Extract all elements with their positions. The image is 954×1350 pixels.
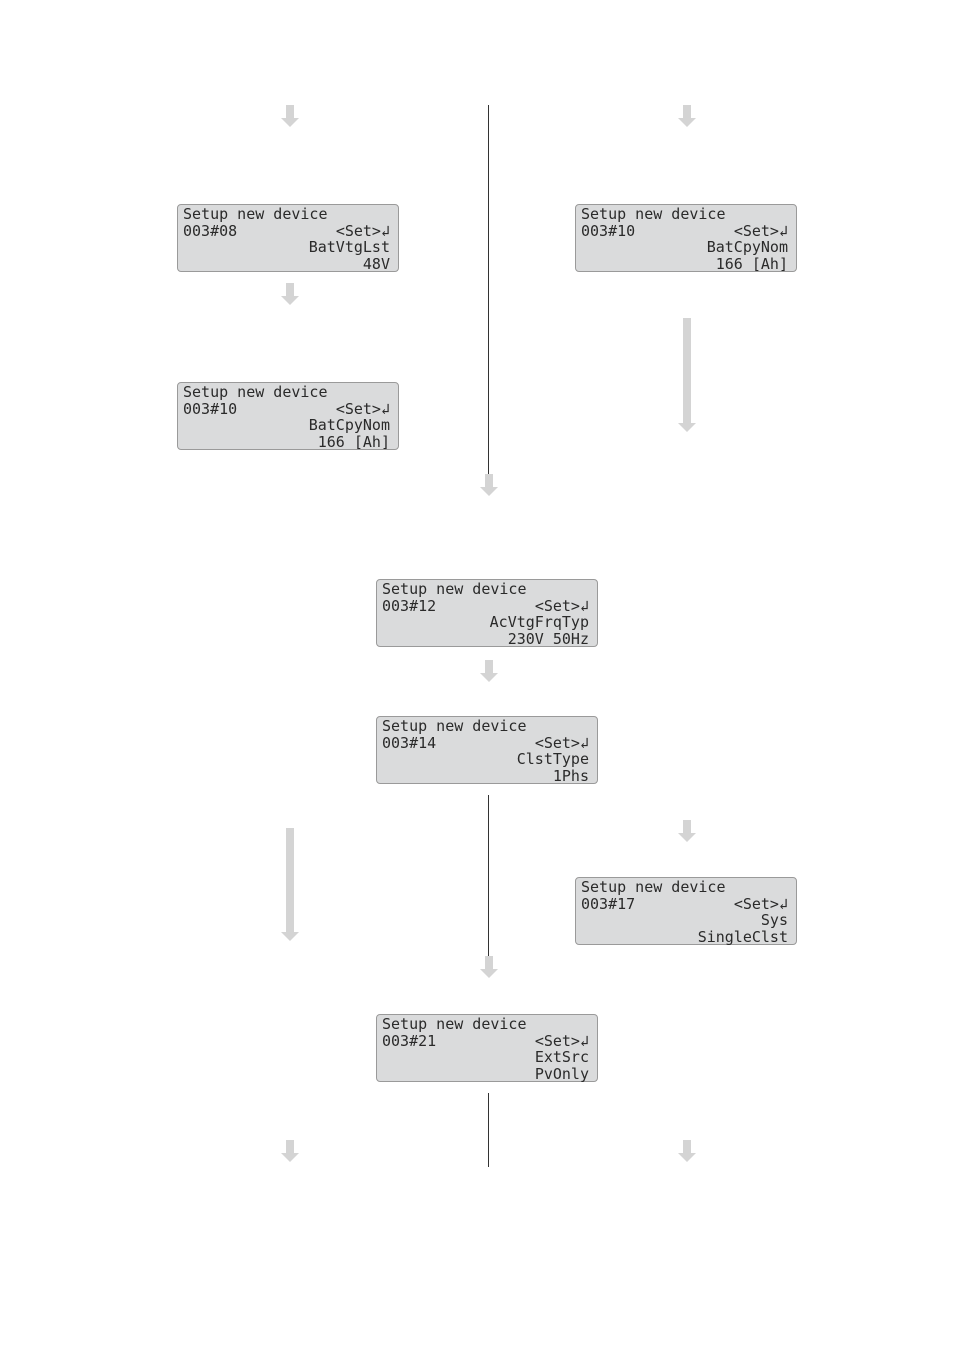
parameter-name: ExtSrc xyxy=(534,1049,589,1066)
lcd-screen-battery-capacity-left: Setup new device 003#10<Set>↲ BatCpyNom … xyxy=(177,382,399,450)
lcd-screen-cluster-type: Setup new device 003#14 <Set>↲ ClstType 1… xyxy=(376,716,598,784)
parameter-code: 003#08 xyxy=(183,222,238,239)
flow-arrow-down-icon xyxy=(281,283,299,305)
divider-line-top xyxy=(488,105,489,478)
lcd-screen-battery-capacity-right: Setup new device 003#10<Set>↲ BatCpyNom … xyxy=(575,204,797,272)
set-action: <Set>↲ xyxy=(534,1032,589,1049)
lcd-screen-external-source: Setup new device 003#21 <Set>↲ ExtSrc PvO… xyxy=(376,1014,598,1082)
parameter-value: 230V_50Hz xyxy=(507,630,589,647)
flow-arrow-down-icon xyxy=(480,956,498,978)
parameter-value: 166 [Ah] xyxy=(715,255,788,272)
parameter-value: 48V xyxy=(362,255,390,272)
parameter-name: BatVtgLst xyxy=(308,239,390,256)
flow-arrow-down-icon xyxy=(480,474,498,496)
screen-title: Setup new device xyxy=(382,1016,527,1033)
set-action: <Set>↲ xyxy=(534,734,589,751)
long-flow-arrow-down-icon xyxy=(678,318,696,432)
set-action: <Set>↲ xyxy=(733,222,788,239)
screen-title: Setup new device xyxy=(382,581,527,598)
parameter-name: Sys xyxy=(760,912,788,929)
lcd-screen-system: Setup new device 003#17 <Set>↲ Sys Single… xyxy=(575,877,797,945)
set-action: <Set>↲ xyxy=(335,400,390,417)
set-action: <Set>↲ xyxy=(733,895,788,912)
parameter-name: BatCpyNom xyxy=(706,239,788,256)
parameter-value: SingleClst xyxy=(697,928,788,945)
flow-arrow-down-icon xyxy=(281,105,299,127)
lcd-screen-ac-voltage-frequency: Setup new device 003#12 <Set>↲ AcVtgFrqTy… xyxy=(376,579,598,647)
lcd-screen-battery-voltage: Setup new device 003#08<Set>↲ BatVtgLst … xyxy=(177,204,399,272)
parameter-value: 1Phs xyxy=(552,767,589,784)
divider-line-middle xyxy=(488,795,489,960)
parameter-code: 003#10 xyxy=(581,222,636,239)
set-action: <Set>↲ xyxy=(534,597,589,614)
divider-line-bottom xyxy=(488,1093,489,1167)
screen-title: Setup new device xyxy=(382,718,527,735)
flow-arrow-down-icon xyxy=(678,105,696,127)
parameter-name: AcVtgFrqTyp xyxy=(489,614,589,631)
screen-title: Setup new device xyxy=(581,206,726,223)
screen-title: Setup new device xyxy=(183,206,328,223)
parameter-value: PvOnly xyxy=(534,1065,589,1082)
screen-title: Setup new device xyxy=(183,384,328,401)
flow-arrow-down-icon xyxy=(480,660,498,682)
parameter-code: 003#12 xyxy=(382,597,437,614)
parameter-name: ClstType xyxy=(516,751,589,768)
flow-arrow-down-icon xyxy=(678,820,696,842)
parameter-value: 166 [Ah] xyxy=(317,433,390,450)
flow-arrow-down-icon xyxy=(678,1140,696,1162)
parameter-code: 003#14 xyxy=(382,734,437,751)
flow-arrow-down-icon xyxy=(281,1140,299,1162)
long-flow-arrow-down-icon xyxy=(281,828,299,941)
set-action: <Set>↲ xyxy=(335,222,390,239)
parameter-code: 003#17 xyxy=(581,895,636,912)
parameter-code: 003#21 xyxy=(382,1032,437,1049)
parameter-name: BatCpyNom xyxy=(308,417,390,434)
parameter-code: 003#10 xyxy=(183,400,238,417)
screen-title: Setup new device xyxy=(581,879,726,896)
